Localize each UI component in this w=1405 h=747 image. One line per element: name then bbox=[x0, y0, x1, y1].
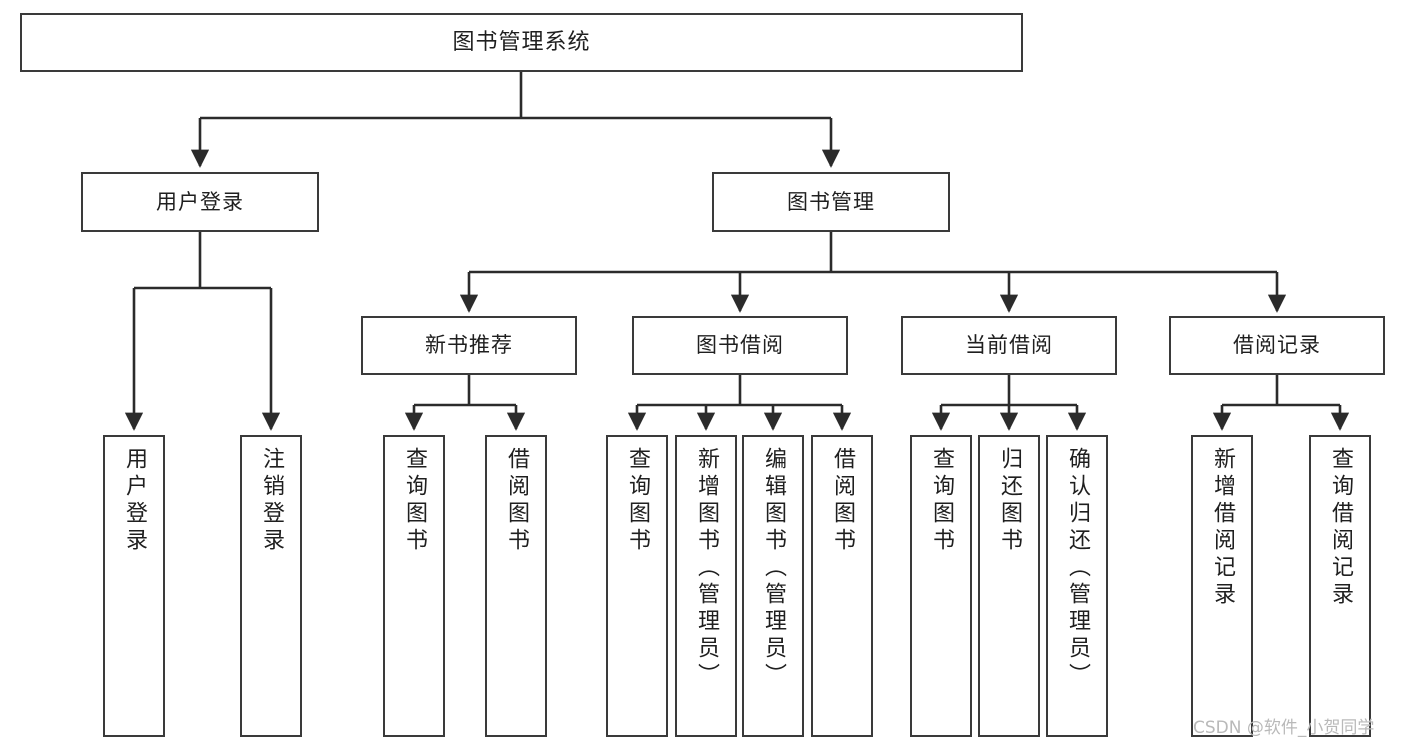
leaf-new-book-1[interactable]: 借阅图书 bbox=[485, 435, 547, 737]
node-current-borrow[interactable]: 当前借阅 bbox=[901, 316, 1117, 375]
leaf-new-book-1-label: 借阅图书 bbox=[504, 447, 529, 555]
node-user-login-label: 用户登录 bbox=[156, 189, 244, 214]
leaf-borrow-record-0-label: 新增借阅记录 bbox=[1210, 447, 1235, 609]
leaf-book-borrow-1-label: 新增图书（管理员） bbox=[694, 447, 719, 690]
node-borrow-record[interactable]: 借阅记录 bbox=[1169, 316, 1385, 375]
leaf-current-borrow-2-label: 确认归还（管理员） bbox=[1065, 447, 1090, 690]
leaf-user-login-0[interactable]: 用户登录 bbox=[103, 435, 165, 737]
node-book-borrow-label: 图书借阅 bbox=[696, 333, 784, 358]
leaf-current-borrow-1[interactable]: 归还图书 bbox=[978, 435, 1040, 737]
node-book-manage-label: 图书管理 bbox=[787, 189, 875, 214]
leaf-book-borrow-1[interactable]: 新增图书（管理员） bbox=[675, 435, 737, 737]
leaf-borrow-record-0[interactable]: 新增借阅记录 bbox=[1191, 435, 1253, 737]
leaf-borrow-record-1[interactable]: 查询借阅记录 bbox=[1309, 435, 1371, 737]
leaf-current-borrow-1-label: 归还图书 bbox=[997, 447, 1022, 555]
leaf-book-borrow-0[interactable]: 查询图书 bbox=[606, 435, 668, 737]
node-book-borrow[interactable]: 图书借阅 bbox=[632, 316, 848, 375]
leaf-book-borrow-2[interactable]: 编辑图书（管理员） bbox=[742, 435, 804, 737]
node-current-borrow-label: 当前借阅 bbox=[965, 333, 1053, 358]
leaf-new-book-0-label: 查询图书 bbox=[402, 447, 427, 555]
leaf-new-book-0[interactable]: 查询图书 bbox=[383, 435, 445, 737]
leaf-current-borrow-0[interactable]: 查询图书 bbox=[910, 435, 972, 737]
node-new-book-recommend-label: 新书推荐 bbox=[425, 333, 513, 358]
leaf-current-borrow-2[interactable]: 确认归还（管理员） bbox=[1046, 435, 1108, 737]
leaf-book-borrow-2-label: 编辑图书（管理员） bbox=[761, 447, 786, 690]
node-user-login[interactable]: 用户登录 bbox=[81, 172, 319, 232]
leaf-borrow-record-1-label: 查询借阅记录 bbox=[1328, 447, 1353, 609]
node-root-label: 图书管理系统 bbox=[452, 29, 591, 55]
leaf-user-login-1-label: 注销登录 bbox=[259, 447, 284, 555]
leaf-user-login-0-label: 用户登录 bbox=[122, 447, 147, 555]
node-root[interactable]: 图书管理系统 bbox=[20, 13, 1023, 72]
leaf-book-borrow-0-label: 查询图书 bbox=[625, 447, 650, 555]
node-book-manage[interactable]: 图书管理 bbox=[712, 172, 950, 232]
leaf-current-borrow-0-label: 查询图书 bbox=[929, 447, 954, 555]
watermark-text: CSDN @软件_小贺同学 bbox=[1193, 718, 1375, 738]
leaf-user-login-1[interactable]: 注销登录 bbox=[240, 435, 302, 737]
leaf-book-borrow-3-label: 借阅图书 bbox=[830, 447, 855, 555]
leaf-book-borrow-3[interactable]: 借阅图书 bbox=[811, 435, 873, 737]
node-borrow-record-label: 借阅记录 bbox=[1233, 333, 1321, 358]
node-new-book-recommend[interactable]: 新书推荐 bbox=[361, 316, 577, 375]
